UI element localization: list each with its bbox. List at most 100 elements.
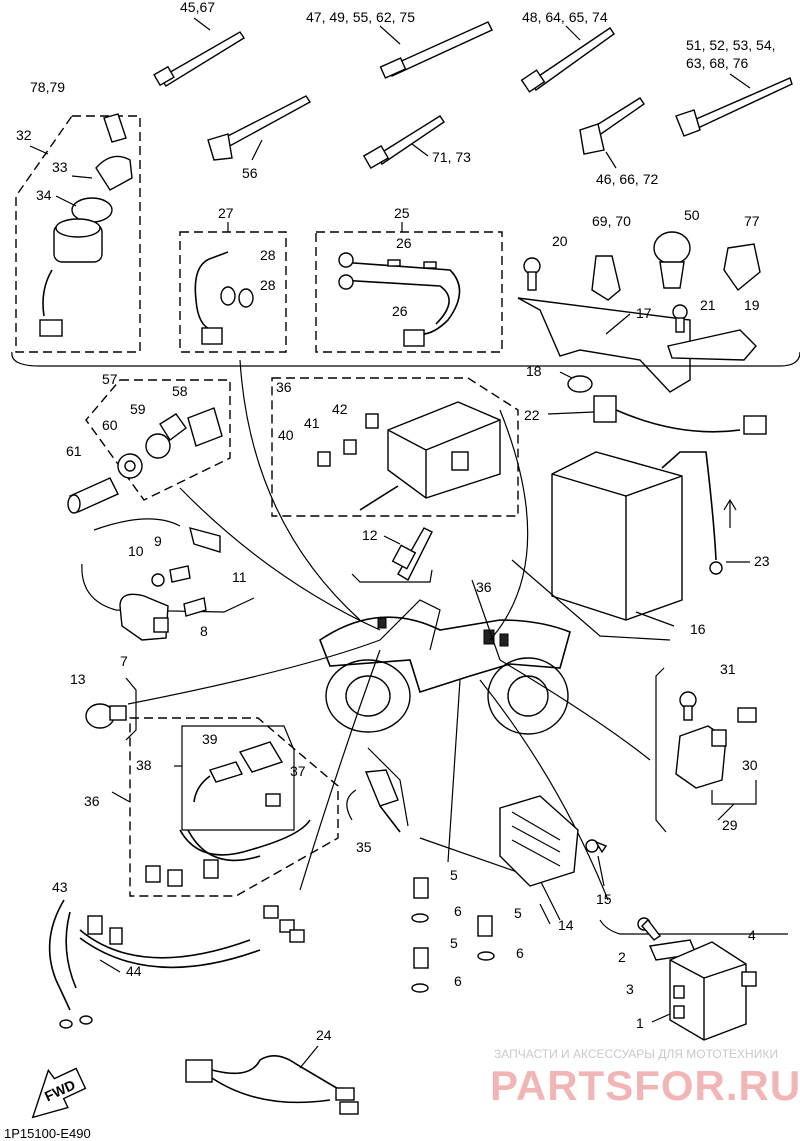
tick-14 [539, 903, 551, 925]
tick-34 [55, 195, 77, 207]
callout-60: 60 [102, 417, 118, 433]
callout-6b: 6 [516, 945, 524, 961]
fwd-arrow-icon: FWD [31, 1067, 87, 1119]
lead-wire-24 [185, 1055, 359, 1115]
cover-61 [67, 477, 119, 514]
callout-43: 43 [52, 879, 68, 895]
callout-9: 9 [154, 533, 162, 549]
callout-28a: 28 [260, 247, 276, 263]
tick-1 [651, 1013, 671, 1023]
callout-71-73: 71, 73 [432, 149, 471, 165]
tick-47 [379, 25, 401, 45]
callout-1: 1 [636, 1015, 644, 1031]
battery-area-line [511, 559, 671, 641]
callout-26a: 26 [396, 235, 412, 251]
cable-tie-47 [379, 21, 493, 79]
bracket-19 [667, 329, 757, 361]
relay-box [387, 401, 501, 499]
bolt-5a [413, 877, 429, 899]
bolt-21 [672, 304, 688, 333]
callout-20: 20 [552, 233, 568, 249]
leader-3 [489, 409, 529, 641]
callout-19: 19 [744, 297, 760, 313]
callout-47-49-55-62-75: 47, 49, 55, 62, 75 [306, 9, 415, 25]
callout-40: 40 [278, 427, 294, 443]
leader-7 [479, 679, 609, 901]
callout-48-64-65-74: 48, 64, 65, 74 [522, 9, 608, 25]
tick-32 [29, 145, 49, 155]
harness-43 [48, 899, 305, 1029]
bolt-15 [585, 839, 608, 854]
fuse-42 [365, 413, 379, 429]
callout-4: 4 [748, 927, 756, 943]
cable-tie-46 [579, 97, 645, 155]
callout-33: 33 [52, 159, 68, 175]
callout-29: 29 [722, 817, 738, 833]
battery-cover-18 [567, 375, 593, 393]
sub-box-38 [181, 725, 295, 831]
sensor-35-line [367, 747, 409, 827]
tick-71 [411, 143, 429, 157]
cable-tie-71 [362, 115, 445, 170]
cable-tie-56 [207, 95, 312, 161]
cap-11 [189, 527, 221, 553]
coil-group-line-2 [81, 563, 255, 613]
tick-29 [717, 803, 735, 821]
starter-relay [675, 725, 727, 789]
callout-77: 77 [744, 213, 760, 229]
callout-78-79: 78,79 [30, 79, 65, 95]
tick-36c [111, 791, 131, 803]
cable-tie-48 [520, 27, 615, 93]
cdi-box-top [599, 919, 788, 935]
watermark-line1: ЗАПЧАСТИ И АКСЕССУАРЫ ДЛЯ МОТОТЕХНИКИ [494, 1047, 778, 1061]
tick-16 [635, 611, 675, 627]
callout-12: 12 [362, 527, 378, 543]
callout-56: 56 [242, 165, 258, 181]
tick-51 [729, 73, 751, 89]
fuse-41 [343, 439, 357, 455]
callout-7: 7 [120, 653, 128, 669]
callout-36a: 36 [276, 379, 292, 395]
main-switch [39, 113, 133, 337]
callout-39: 39 [202, 731, 218, 747]
callout-21: 21 [700, 297, 716, 313]
spark-plug-12 [391, 527, 433, 581]
callout-25: 25 [394, 205, 410, 221]
diagram-code: 1P15100-E490 [4, 1126, 91, 1141]
callout-61: 61 [66, 443, 82, 459]
callout-8: 8 [200, 623, 208, 639]
leader-2 [179, 487, 381, 631]
washer-6a [411, 913, 429, 923]
washer-6b [477, 951, 495, 961]
sub-lead-25 [338, 252, 461, 347]
callout-5b: 5 [514, 905, 522, 921]
connector-37 [265, 793, 281, 807]
sensor-13 [85, 677, 137, 741]
callout-15: 15 [596, 891, 612, 907]
clamp-77 [723, 243, 761, 292]
callout-3: 3 [626, 981, 634, 997]
bracket-29 [711, 780, 757, 805]
callout-51-54: 51, 52, 53, 54, [686, 37, 776, 53]
callout-23: 23 [754, 553, 770, 569]
leader-6 [447, 679, 461, 863]
separator-line [11, 351, 800, 367]
callout-50: 50 [684, 207, 700, 223]
battery-cable-22 [593, 395, 767, 435]
callout-35: 35 [356, 839, 372, 855]
washer-10 [151, 573, 165, 587]
cable-tie-45-67 [153, 31, 245, 87]
callout-24: 24 [316, 1027, 332, 1043]
cap-59 [145, 413, 187, 459]
tick-33 [71, 175, 93, 179]
tick-15 [597, 855, 605, 887]
callout-5c: 5 [450, 935, 458, 951]
ignition-coil-7 [119, 593, 169, 641]
callout-11: 11 [232, 569, 247, 585]
callout-16: 16 [690, 621, 706, 637]
callout-32: 32 [16, 127, 32, 143]
harness-36 [145, 819, 311, 887]
callout-31: 31 [720, 661, 736, 677]
connector-39 [193, 741, 284, 803]
